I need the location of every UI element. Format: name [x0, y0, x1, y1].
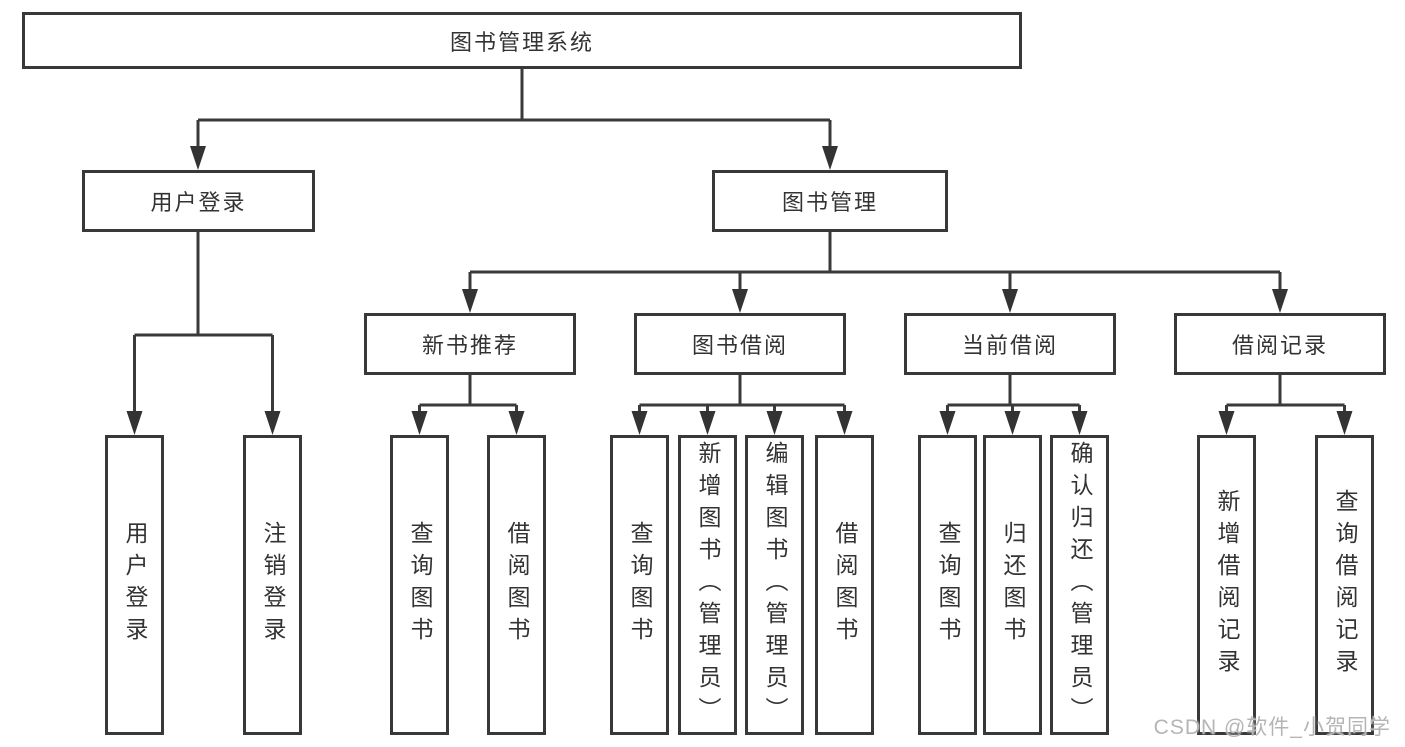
leaf-query-borrow-record: 查询借阅记录: [1315, 435, 1374, 735]
leaf-borrow-books-recommend: 借阅图书: [487, 435, 546, 735]
node-root-label: 图书管理系统: [449, 29, 594, 55]
leaf-borrow-books-label: 借阅图书: [832, 521, 858, 649]
csdn-watermark: CSDN @软件_小贺同学: [1153, 716, 1391, 739]
node-user-login-label: 用户登录: [150, 190, 247, 215]
leaf-query-books-current-label: 查询图书: [935, 521, 961, 649]
node-borrow-records: 借阅记录: [1174, 313, 1386, 375]
node-root: 图书管理系统: [22, 12, 1022, 69]
leaf-query-books-recommend-label: 查询图书: [407, 521, 433, 649]
leaf-user-login-label: 用户登录: [122, 521, 148, 649]
leaf-add-borrow-record-label: 新增借阅记录: [1214, 489, 1240, 681]
leaf-query-books-recommend: 查询图书: [390, 435, 449, 735]
node-book-management-label: 图书管理: [781, 190, 878, 215]
leaf-confirm-return-admin: 确认归还（管理员）: [1050, 435, 1109, 735]
node-borrow-records-label: 借阅记录: [1231, 333, 1328, 358]
leaf-return-books-label: 归还图书: [1000, 521, 1026, 649]
leaf-logout: 注销登录: [243, 435, 302, 735]
node-user-login: 用户登录: [82, 170, 315, 232]
node-current-borrow-label: 当前借阅: [961, 333, 1058, 358]
leaf-query-books-current: 查询图书: [918, 435, 977, 735]
leaf-edit-book-admin: 编辑图书（管理员）: [745, 435, 804, 735]
leaf-edit-book-admin-label: 编辑图书（管理员）: [762, 441, 788, 729]
node-current-borrow: 当前借阅: [904, 313, 1116, 375]
leaf-query-books-borrow: 查询图书: [610, 435, 669, 735]
node-book-management: 图书管理: [712, 170, 948, 232]
node-new-book-recommend-label: 新书推荐: [421, 333, 518, 358]
leaf-query-books-borrow-label: 查询图书: [627, 521, 653, 649]
leaf-query-borrow-record-label: 查询借阅记录: [1332, 489, 1358, 681]
leaf-return-books: 归还图书: [983, 435, 1042, 735]
leaf-borrow-books: 借阅图书: [815, 435, 874, 735]
leaf-logout-label: 注销登录: [260, 521, 286, 649]
leaf-borrow-books-recommend-label: 借阅图书: [504, 521, 530, 649]
node-book-borrow-label: 图书借阅: [691, 333, 788, 358]
leaf-user-login: 用户登录: [105, 435, 164, 735]
node-book-borrow: 图书借阅: [634, 313, 846, 375]
node-new-book-recommend: 新书推荐: [364, 313, 576, 375]
leaf-add-borrow-record: 新增借阅记录: [1197, 435, 1256, 735]
leaf-add-book-admin-label: 新增图书（管理员）: [695, 441, 721, 729]
leaf-confirm-return-admin-label: 确认归还（管理员）: [1067, 441, 1093, 729]
leaf-add-book-admin: 新增图书（管理员）: [678, 435, 737, 735]
